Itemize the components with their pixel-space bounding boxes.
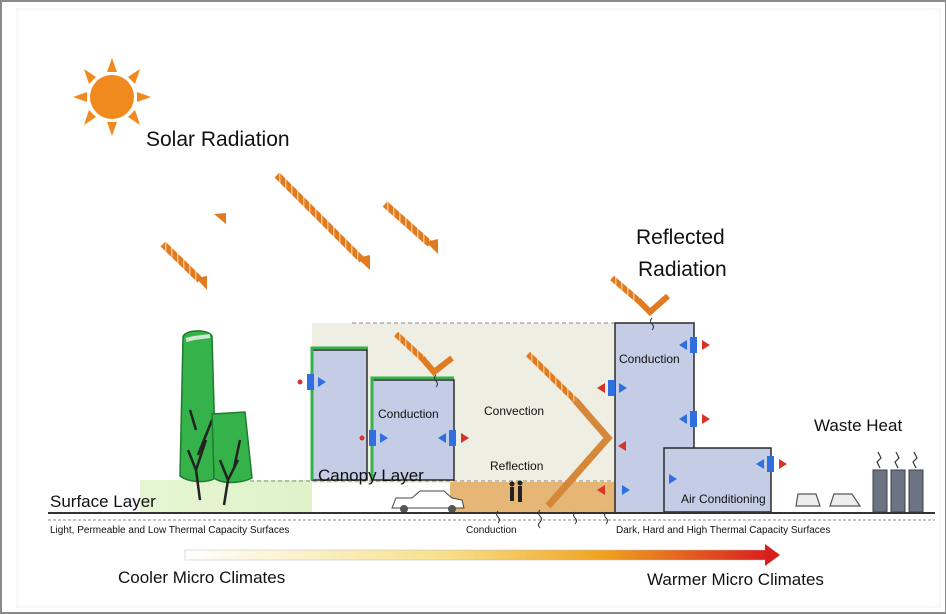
label-air-conditioning: Air Conditioning — [681, 492, 766, 506]
waste-heat-icon — [876, 451, 918, 469]
reflection-ray — [525, 351, 613, 509]
small-car-icon-1 — [795, 493, 821, 507]
label-cooler-micro-climates: Cooler Micro Climates — [118, 568, 286, 587]
label-canopy-layer: Canopy Layer — [318, 466, 424, 485]
solar-ray-4 — [382, 201, 438, 254]
label-solar-radiation: Solar Radiation — [146, 128, 290, 151]
solar-ray-3 — [274, 172, 370, 270]
label-conduction-ground: Conduction — [466, 525, 517, 536]
building-tall-left — [310, 346, 368, 481]
tree-tall — [179, 330, 217, 501]
label-reflected-line1: Reflected — [636, 226, 725, 249]
reflected-ray-top — [610, 275, 670, 317]
label-conduction-mid-building: Conduction — [378, 407, 439, 421]
conduction-squiggles — [434, 317, 654, 529]
label-waste-heat: Waste Heat — [814, 416, 903, 435]
label-surface-layer: Surface Layer — [50, 492, 156, 511]
label-dark-surfaces: Dark, Hard and High Thermal Capacity Sur… — [616, 525, 831, 536]
label-warmer-micro-climates: Warmer Micro Climates — [647, 570, 824, 589]
label-reflection: Reflection — [490, 459, 544, 473]
small-car-icon-2 — [829, 493, 862, 507]
solar-ray-2 — [214, 213, 226, 224]
label-conduction-right-building: Conduction — [619, 352, 680, 366]
building-mid — [370, 376, 455, 481]
label-reflected-line2: Radiation — [638, 258, 727, 281]
car-icon — [391, 490, 465, 513]
people-icon — [509, 480, 523, 502]
reflected-ray-mid — [393, 331, 454, 377]
heat-flow-arrows — [297, 337, 787, 495]
factory-icon — [872, 469, 924, 513]
climate-gradient-arrow — [184, 544, 780, 566]
warm-ground — [450, 482, 615, 512]
label-convection: Convection — [484, 404, 545, 418]
solar-ray-1 — [160, 241, 207, 290]
tree-short — [211, 411, 253, 506]
sun-icon — [73, 58, 151, 136]
label-light-surfaces: Light, Permeable and Low Thermal Capacit… — [50, 525, 290, 536]
